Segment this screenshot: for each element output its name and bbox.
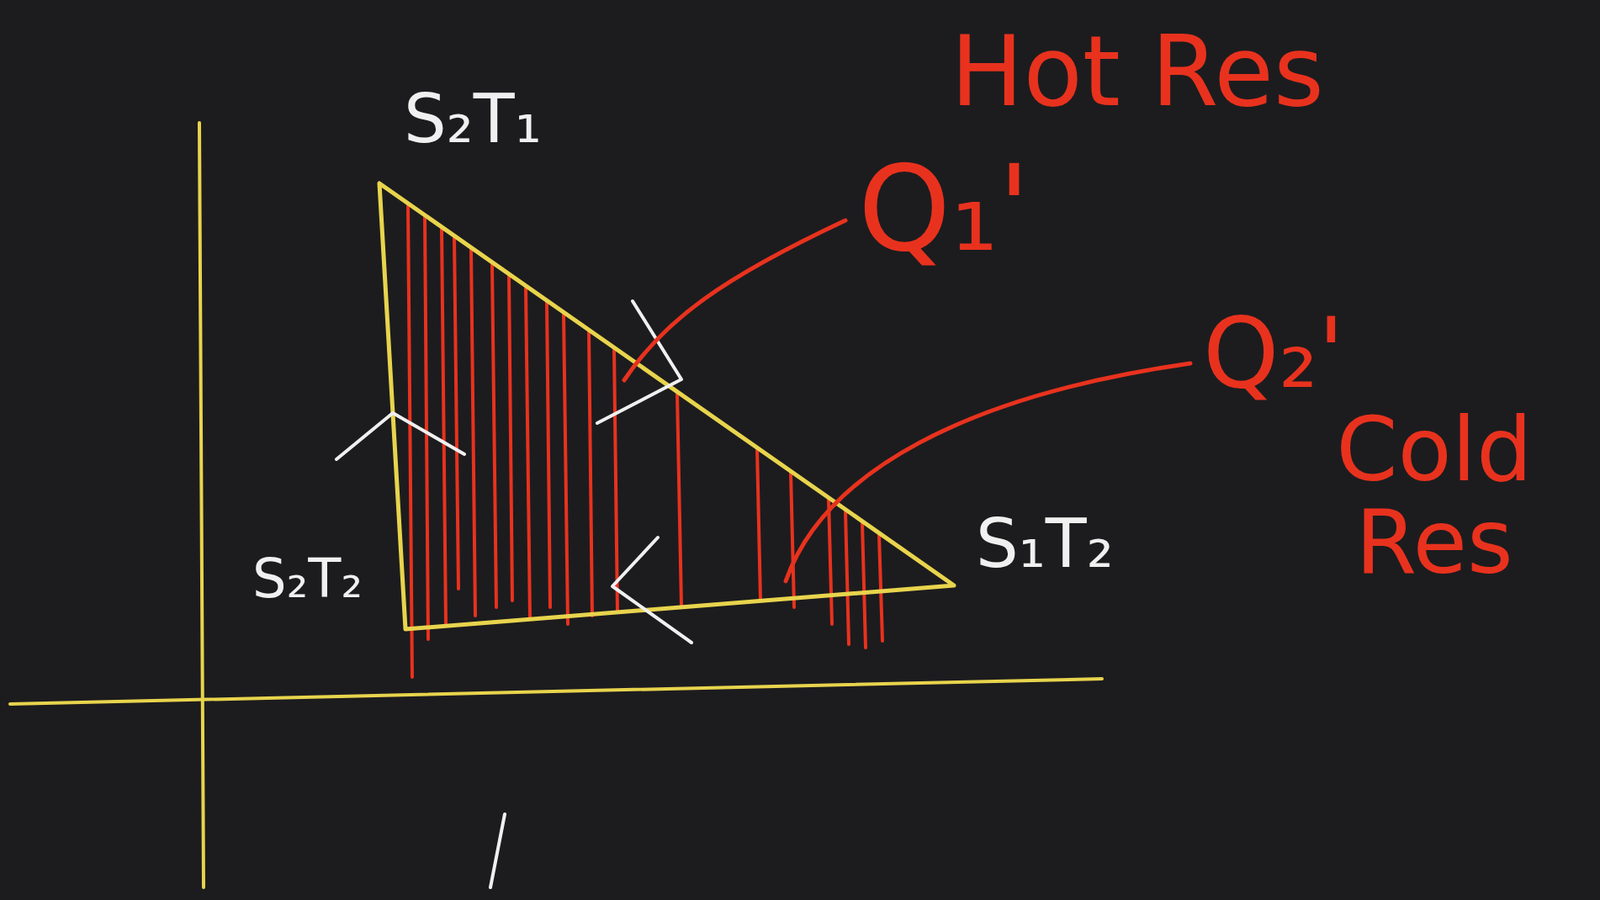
heat-label: Q₁': [858, 147, 1031, 271]
state-label: S₁T₂: [975, 508, 1114, 580]
y-axis: [199, 122, 204, 888]
state-label: S₂T₂: [252, 550, 363, 608]
leader-line: [624, 220, 1191, 582]
direction-arrow: [336, 301, 692, 888]
state-label: S₂T₁: [403, 84, 542, 155]
x-axis: [10, 678, 1102, 705]
area-hatching: [407, 205, 883, 678]
reservoir-label: Cold Res: [1295, 403, 1574, 590]
reservoir-label: Hot Res: [950, 21, 1325, 123]
heat-label: Q₂': [1202, 302, 1345, 405]
